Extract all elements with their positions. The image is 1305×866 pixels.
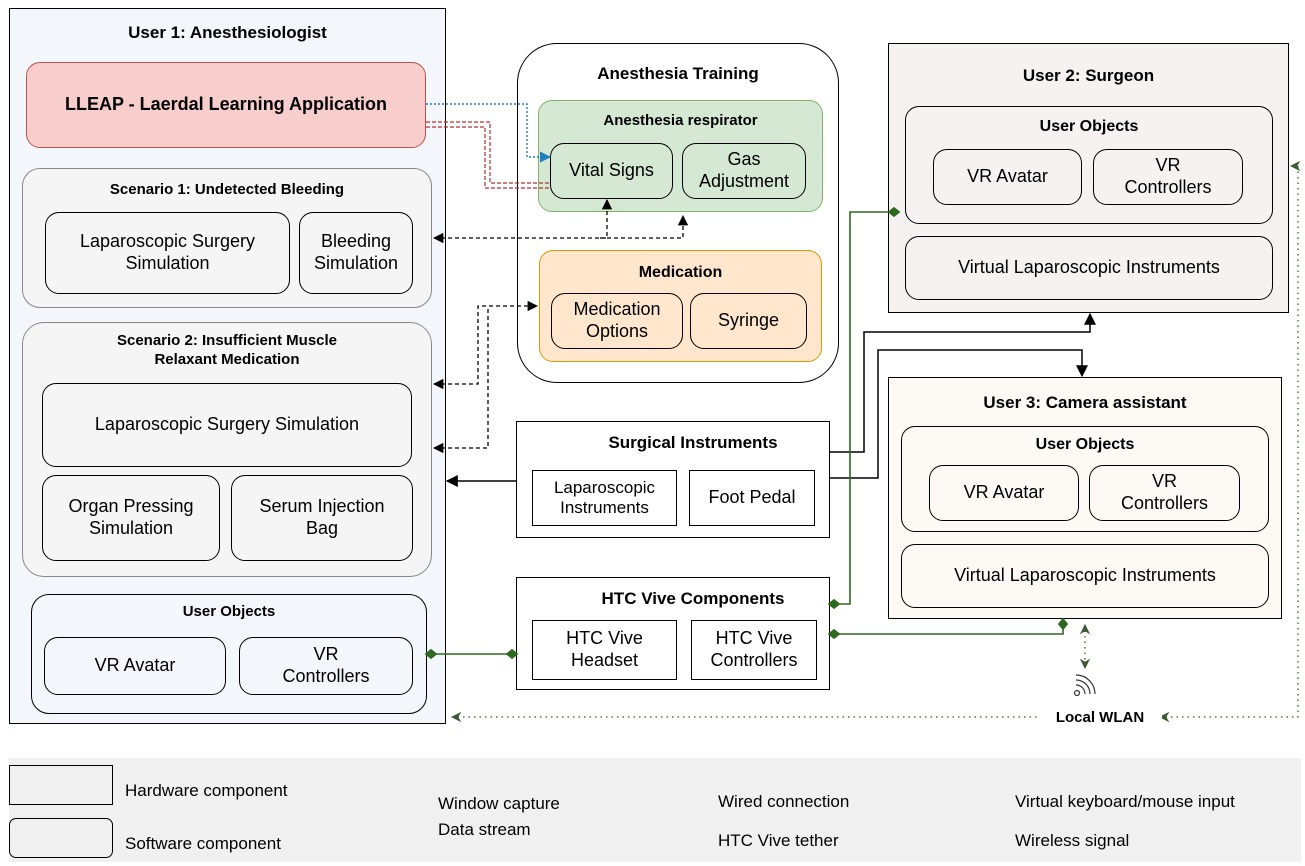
laparoscopic-instruments-label: Laparoscopic Instruments [553,477,656,517]
user2-vr-controllers-label: VR Controllers [1124,155,1212,197]
foot-pedal-label: Foot Pedal [708,487,796,508]
laparoscopic-simulation-label: Laparoscopic Surgery Simulation [79,231,256,273]
legend [9,758,1301,862]
htc-controllers-box: HTC Vive Controllers [691,620,817,680]
user3-vr-controllers-box: VR Controllers [1089,465,1240,521]
legend-window-capture-label: Window capture [438,794,560,813]
gas-adjustment-label: Gas Adjustment [698,149,790,191]
lleap-label: LLEAP - Laerdal Learning Application [64,94,388,115]
laparoscopic-instruments-box: Laparoscopic Instruments [532,470,677,526]
user1-objects-title: User Objects [182,603,276,620]
vital-signs-box: Vital Signs [550,143,673,199]
legend-hardware-label: Hardware component [125,781,288,800]
syringe-box: Syringe [690,293,807,349]
anesthesia-respirator-box: Anesthesia respirator Vital Signs Gas Ad… [538,100,823,212]
legend-wired-label: Wired connection [718,792,850,811]
legend-software-swatch [9,818,113,858]
user1-vr-controllers-box: VR Controllers [239,637,413,695]
gas-adjustment-box: Gas Adjustment [682,143,806,199]
user3-vr-avatar-label: VR Avatar [963,482,1045,503]
user1-vr-avatar-box: VR Avatar [44,637,226,695]
scenario2-box: Scenario 2: Insufficient Muscle Relaxant… [22,322,432,577]
user3-vr-avatar-box: VR Avatar [929,465,1079,521]
user1-objects-box: User Objects VR Avatar VR Controllers [31,594,427,714]
bleeding-simulation-label: Bleeding Simulation [313,231,399,273]
foot-pedal-box: Foot Pedal [689,470,815,526]
user2-objects-box: User Objects VR Avatar VR Controllers [905,106,1273,224]
organ-pressing-label: Organ Pressing Simulation [68,496,194,538]
wlan-label: Local WLAN [1038,707,1162,729]
htc-vive-title: HTC Vive Components [601,589,785,608]
organ-pressing-box: Organ Pressing Simulation [42,475,220,561]
legend-data-stream-label: Data stream [438,820,531,839]
user1-vr-controllers-label: VR Controllers [282,644,370,686]
laparoscopic-simulation-box: Laparoscopic Surgery Simulation [45,212,290,294]
user3-panel: User 3: Camera assistant User Objects VR… [888,377,1282,619]
user2-objects-title: User Objects [1039,118,1139,135]
user2-instruments-box: Virtual Laparoscopic Instruments [905,236,1273,300]
bleeding-simulation-box: Bleeding Simulation [299,212,413,294]
user3-title: User 3: Camera assistant [983,393,1187,412]
wifi-icon [1073,674,1096,697]
htc-headset-label: HTC Vive Headset [566,628,643,670]
user1-vr-avatar-label: VR Avatar [94,655,176,676]
anesthesia-respirator-title: Anesthesia respirator [603,112,758,129]
legend-tether-label: HTC Vive tether [718,831,839,850]
medication-title: Medication [638,264,723,281]
user3-instruments-box: Virtual Laparoscopic Instruments [901,544,1269,608]
htc-headset-box: HTC Vive Headset [532,620,677,680]
user3-vr-controllers-label: VR Controllers [1120,471,1209,513]
syringe-label: Syringe [717,310,780,331]
scenario1-title: Scenario 1: Undetected Bleeding [109,181,345,198]
user3-objects-title: User Objects [1035,436,1135,453]
serum-injection-box: Serum Injection Bag [231,475,413,561]
user2-vr-avatar-label: VR Avatar [967,166,1048,187]
user2-vr-avatar-box: VR Avatar [933,149,1082,205]
tether-htc-user3 [827,617,1069,640]
surgical-instruments-title: Surgical Instruments [608,433,778,452]
legend-virtual-input-label: Virtual keyboard/mouse input [1015,792,1235,811]
user2-title: User 2: Surgeon [1022,66,1155,85]
medication-options-label: Medication Options [573,299,661,341]
anesthesia-training-title: Anesthesia Training [597,64,759,83]
legend-software-label: Software component [125,834,281,853]
user2-panel: User 2: Surgeon User Objects VR Avatar V… [888,43,1289,313]
user3-instruments-label: Virtual Laparoscopic Instruments [954,565,1216,586]
user2-instruments-label: Virtual Laparoscopic Instruments [958,257,1220,278]
user1-title: User 1: Anesthesiologist [128,23,327,42]
scenario2-title: Scenario 2: Insufficient Muscle Relaxant… [116,332,338,368]
medication-options-box: Medication Options [551,293,683,349]
htc-controllers-label: HTC Vive Controllers [710,628,798,670]
medication-box: Medication Medication Options Syringe [539,250,822,362]
scenario2-surgery-box: Laparoscopic Surgery Simulation [42,383,412,467]
legend-hardware-swatch [9,765,113,805]
user3-objects-box: User Objects VR Avatar VR Controllers [901,426,1269,532]
lleap-box: LLEAP - Laerdal Learning Application [26,62,426,148]
tether-htc-user2 [827,206,901,610]
surgical-instruments-box: Surgical Instruments Laparoscopic Instru… [516,421,830,538]
htc-vive-box: HTC Vive Components HTC Vive Headset HTC… [516,577,830,690]
serum-injection-label: Serum Injection Bag [259,496,385,538]
scenario2-surgery-label: Laparoscopic Surgery Simulation [94,414,360,435]
vital-signs-label: Vital Signs [569,160,654,181]
user2-vr-controllers-box: VR Controllers [1093,149,1243,205]
scenario1-box: Scenario 1: Undetected Bleeding Laparosc… [22,168,432,308]
legend-wireless-label: Wireless signal [1015,831,1130,850]
